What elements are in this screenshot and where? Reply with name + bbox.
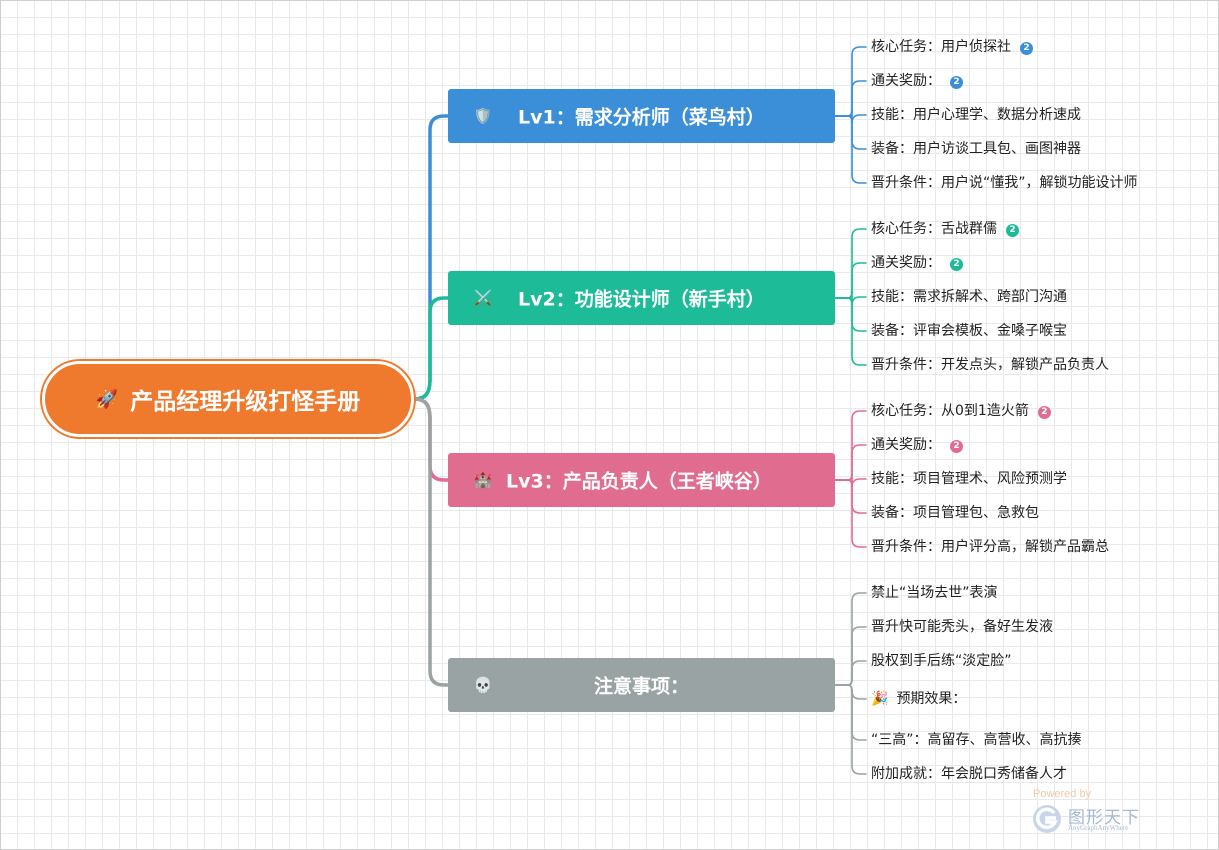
leaf-note[interactable]: 股权到手后练“淡定脸”: [871, 653, 1012, 669]
branch-lv1[interactable]: 🛡️ Lv1：需求分析师（菜鸟村）: [448, 89, 835, 143]
leaf-reward[interactable]: 通关奖励：2: [871, 436, 963, 454]
count-badge[interactable]: 2: [950, 76, 963, 89]
leaf-expected-effect[interactable]: 🎉预期效果：: [871, 691, 967, 707]
leaf-equipment[interactable]: 装备：项目管理包、急救包: [871, 505, 1039, 521]
leaf-promotion[interactable]: 晋升条件：用户说“懂我”，解锁功能设计师: [871, 175, 1138, 191]
leaf-reward[interactable]: 通关奖励：2: [871, 254, 963, 272]
watermark-powered: Powered by: [1033, 788, 1092, 800]
leaf-connector: [834, 115, 867, 150]
branch-label: 注意事项：: [593, 675, 689, 698]
leaf-reward[interactable]: 通关奖励：2: [871, 72, 963, 90]
watermark: Powered by 图形天下 AnyGraphAnyWhere: [1031, 788, 1161, 838]
crossed-swords-icon: ⚔️: [473, 289, 493, 307]
leaf-equipment[interactable]: 装备：评审会模板、金嗓子喉宝: [871, 323, 1067, 339]
leaf-promotion[interactable]: 晋升条件：开发点头，解锁产品负责人: [871, 357, 1109, 373]
watermark-brand-en: AnyGraphAnyWhere: [1068, 824, 1129, 832]
leaf-connector: [834, 684, 867, 775]
leaf-skills[interactable]: 技能：项目管理术、风险预测学: [871, 471, 1067, 487]
leaf-connector: [834, 592, 867, 686]
brand-logo-icon: [1033, 805, 1061, 833]
count-badge[interactable]: 2: [1037, 406, 1051, 419]
leaf-note[interactable]: “三高”：高留存、高营收、高抗揍: [871, 732, 1082, 748]
branch-lv3[interactable]: 🏰 Lv3：产品负责人（王者峡谷）: [448, 453, 835, 507]
leaf-connector: [834, 626, 867, 686]
root-node[interactable]: 🚀 产品经理升级打怪手册: [42, 361, 414, 437]
leaf-note[interactable]: 晋升快可能秃头，备好生发液: [871, 619, 1053, 635]
count-badge[interactable]: 2: [1006, 224, 1019, 237]
watermark-brand: 图形天下: [1068, 808, 1140, 828]
rocket-icon: 🚀: [95, 388, 119, 410]
branch-label: Lv2：功能设计师（新手村）: [518, 288, 765, 311]
leaf-connector: [834, 262, 867, 299]
skull-icon: 💀: [473, 676, 493, 694]
leaf-skills[interactable]: 技能：需求拆解术、跨部门沟通: [871, 289, 1067, 305]
branch-connector: [412, 296, 450, 401]
castle-icon: 🏰: [473, 471, 493, 489]
leaf-connector: [834, 444, 867, 481]
leaf-connector: [834, 115, 867, 184]
leaf-connector: [834, 80, 867, 117]
branch-label: Lv1：需求分析师（菜鸟村）: [518, 106, 765, 129]
count-badge[interactable]: 2: [1020, 42, 1033, 55]
leaf-equipment[interactable]: 装备：用户访谈工具包、画图神器: [871, 141, 1081, 157]
leaf-connector: [834, 684, 867, 741]
leaf-connector: [834, 660, 867, 686]
leaf-skills[interactable]: 技能：用户心理学、数据分析速成: [871, 107, 1081, 123]
count-badge[interactable]: 2: [950, 258, 963, 271]
shield-icon: 🛡️: [473, 107, 493, 125]
branch-label: Lv3：产品负责人（王者峡谷）: [506, 470, 772, 493]
branch-connector: [412, 397, 450, 687]
leaf-note[interactable]: 禁止“当场去世”表演: [871, 585, 998, 601]
root-label: 产品经理升级打怪手册: [130, 389, 361, 415]
leaf-connector: [834, 297, 867, 332]
leaf-connector: [834, 479, 867, 548]
leaf-connector: [834, 297, 867, 366]
leaf-note[interactable]: 附加成就：年会脱口秀储备人才: [871, 766, 1067, 782]
branch-lv2[interactable]: ⚔️ Lv2：功能设计师（新手村）: [448, 271, 835, 325]
branch-notes[interactable]: 💀 注意事项：: [448, 658, 835, 712]
leaf-connector: [834, 479, 867, 514]
count-badge[interactable]: 2: [950, 440, 963, 453]
party-popper-icon: 🎉: [871, 691, 889, 707]
leaf-promotion[interactable]: 晋升条件：用户评分高，解锁产品霸总: [871, 539, 1109, 555]
